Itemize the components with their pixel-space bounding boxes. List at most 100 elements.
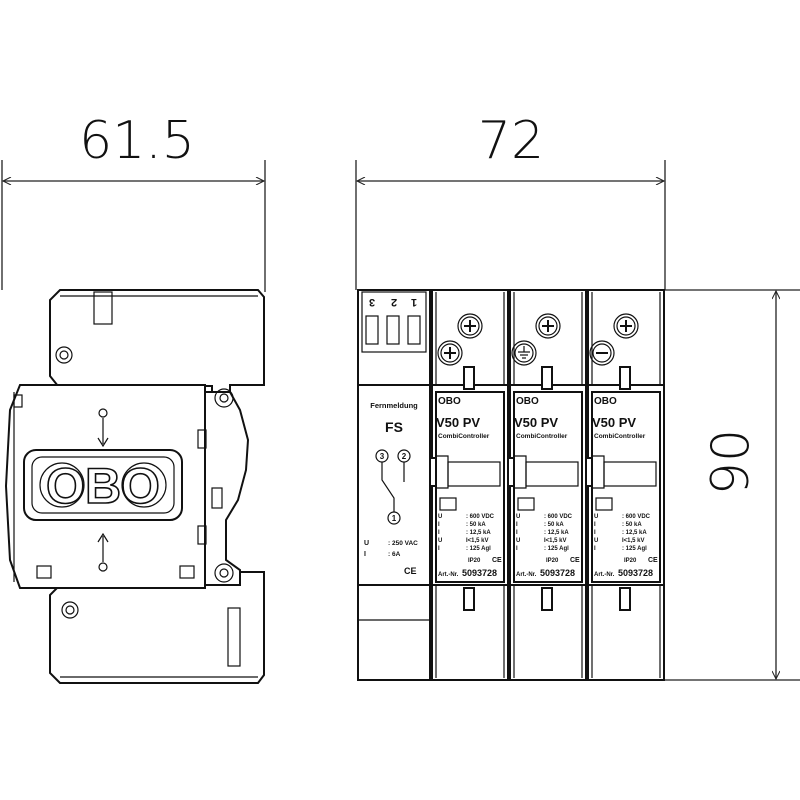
front-width-label: 72: [478, 111, 544, 171]
spec-key: I: [516, 530, 518, 536]
latch-top: [463, 366, 475, 390]
pv-subtitle: CombiController: [516, 433, 568, 440]
fs-ce-mark: CE: [404, 566, 417, 576]
pv-subtitle: CombiController: [594, 433, 646, 440]
spec-key: U: [516, 514, 520, 520]
fs-contact-symbol: [381, 462, 405, 512]
status-window: [585, 457, 593, 487]
fs-rating-current: : 6A: [388, 551, 401, 558]
pv-model-label: V50 PV: [514, 415, 558, 430]
spec-key: I: [438, 522, 440, 528]
spec-value: : 600 VDC: [544, 514, 573, 520]
dimension-side-width: 61.5: [1, 111, 266, 292]
fs-terminal-slot: [386, 315, 400, 345]
obo-logo-small: OBO: [516, 396, 539, 407]
spec-value: : 125 Agl: [466, 546, 491, 552]
pv-model-label: V50 PV: [436, 415, 480, 430]
spec-value: : 50 kA: [466, 522, 486, 528]
fs-terminal-number-1: 1: [411, 296, 417, 308]
pv-cartridge: [435, 391, 505, 583]
pv-ce-mark: CE: [648, 557, 658, 564]
minus-icon: [589, 340, 615, 366]
spec-key: I: [516, 546, 518, 552]
pv-symbol-icon: [517, 497, 535, 511]
spec-value: : 50 kA: [622, 522, 642, 528]
pv-ce-mark: CE: [570, 557, 580, 564]
plus-icon: [437, 340, 463, 366]
spec-value: I<1,5 kV: [622, 538, 645, 544]
svg-text:U: U: [364, 540, 369, 547]
pv-cartridge: [591, 391, 661, 583]
fs-terminal-slot: [365, 315, 379, 345]
fs-code: FS: [385, 419, 403, 435]
spec-key: U: [438, 538, 442, 544]
plus-icon: [613, 313, 639, 339]
spec-key: U: [438, 514, 442, 520]
fs-contact-1: 1: [392, 514, 397, 523]
height-label: 90: [701, 429, 761, 495]
spec-key: I: [438, 530, 440, 536]
spec-value: : 600 VDC: [622, 514, 651, 520]
fs-terminal-number-2: 2: [391, 296, 397, 308]
status-window: [429, 457, 437, 487]
status-window: [507, 457, 515, 487]
pv-art-label: Art.-Nr.: [594, 572, 615, 578]
side-view: OBO: [4, 289, 265, 684]
pv-ip-rating: IP20: [468, 558, 481, 564]
pv-art-number: 5093728: [618, 568, 653, 578]
fs-terminal-slot: [407, 315, 421, 345]
spec-value: : 600 VDC: [466, 514, 495, 520]
fs-module: 3 2 1 Fernmeldung FS 3 2 1 U I : 250 VAC…: [357, 289, 431, 681]
latch-bottom: [463, 587, 475, 611]
side-width-label: 61.5: [79, 111, 195, 171]
fs-rating-voltage: : 250 VAC: [388, 540, 418, 547]
spec-value: I<1,5 kV: [544, 538, 567, 544]
fs-terminal-number-3: 3: [369, 296, 375, 308]
spec-key: U: [516, 538, 520, 544]
status-indicator: [447, 461, 501, 487]
latch-top: [619, 366, 631, 390]
obo-logo-small: OBO: [438, 396, 461, 407]
pv-symbol-icon: [439, 497, 457, 511]
spec-value: : 125 Agl: [622, 546, 647, 552]
latch-top: [541, 366, 553, 390]
fs-contact-3: 3: [380, 452, 385, 461]
obo-logo-side: OBO: [46, 458, 160, 514]
plus-icon: [535, 313, 561, 339]
spec-key: I: [594, 522, 596, 528]
latch-bottom: [619, 587, 631, 611]
svg-text:I: I: [364, 551, 366, 558]
fs-contact-2: 2: [402, 452, 407, 461]
pv-ce-mark: CE: [492, 557, 502, 564]
pv-symbol-icon: [595, 497, 613, 511]
pv-art-label: Art.-Nr.: [516, 572, 537, 578]
dimension-front-width: 72: [355, 111, 666, 290]
obo-logo-small: OBO: [594, 396, 617, 407]
pv-cartridge: [513, 391, 583, 583]
spec-key: I: [594, 530, 596, 536]
spec-value: : 12,5 kA: [544, 530, 569, 536]
spec-value: : 50 kA: [544, 522, 564, 528]
front-view: 3 2 1 Fernmeldung FS 3 2 1 U I : 250 VAC…: [357, 289, 665, 681]
pv-subtitle: CombiController: [438, 433, 490, 440]
spec-key: I: [594, 546, 596, 552]
spec-value: : 12,5 kA: [466, 530, 491, 536]
pv-art-label: Art.-Nr.: [438, 572, 459, 578]
plus-icon: [457, 313, 483, 339]
spec-key: U: [594, 538, 598, 544]
latch-bottom: [541, 587, 553, 611]
status-indicator: [525, 461, 579, 487]
spec-value: : 125 Agl: [544, 546, 569, 552]
spec-value: : 12,5 kA: [622, 530, 647, 536]
pv-art-number: 5093728: [540, 568, 575, 578]
spec-key: U: [594, 514, 598, 520]
pv-ip-rating: IP20: [546, 558, 559, 564]
pv-art-number: 5093728: [462, 568, 497, 578]
fs-header: Fernmeldung: [370, 401, 418, 410]
